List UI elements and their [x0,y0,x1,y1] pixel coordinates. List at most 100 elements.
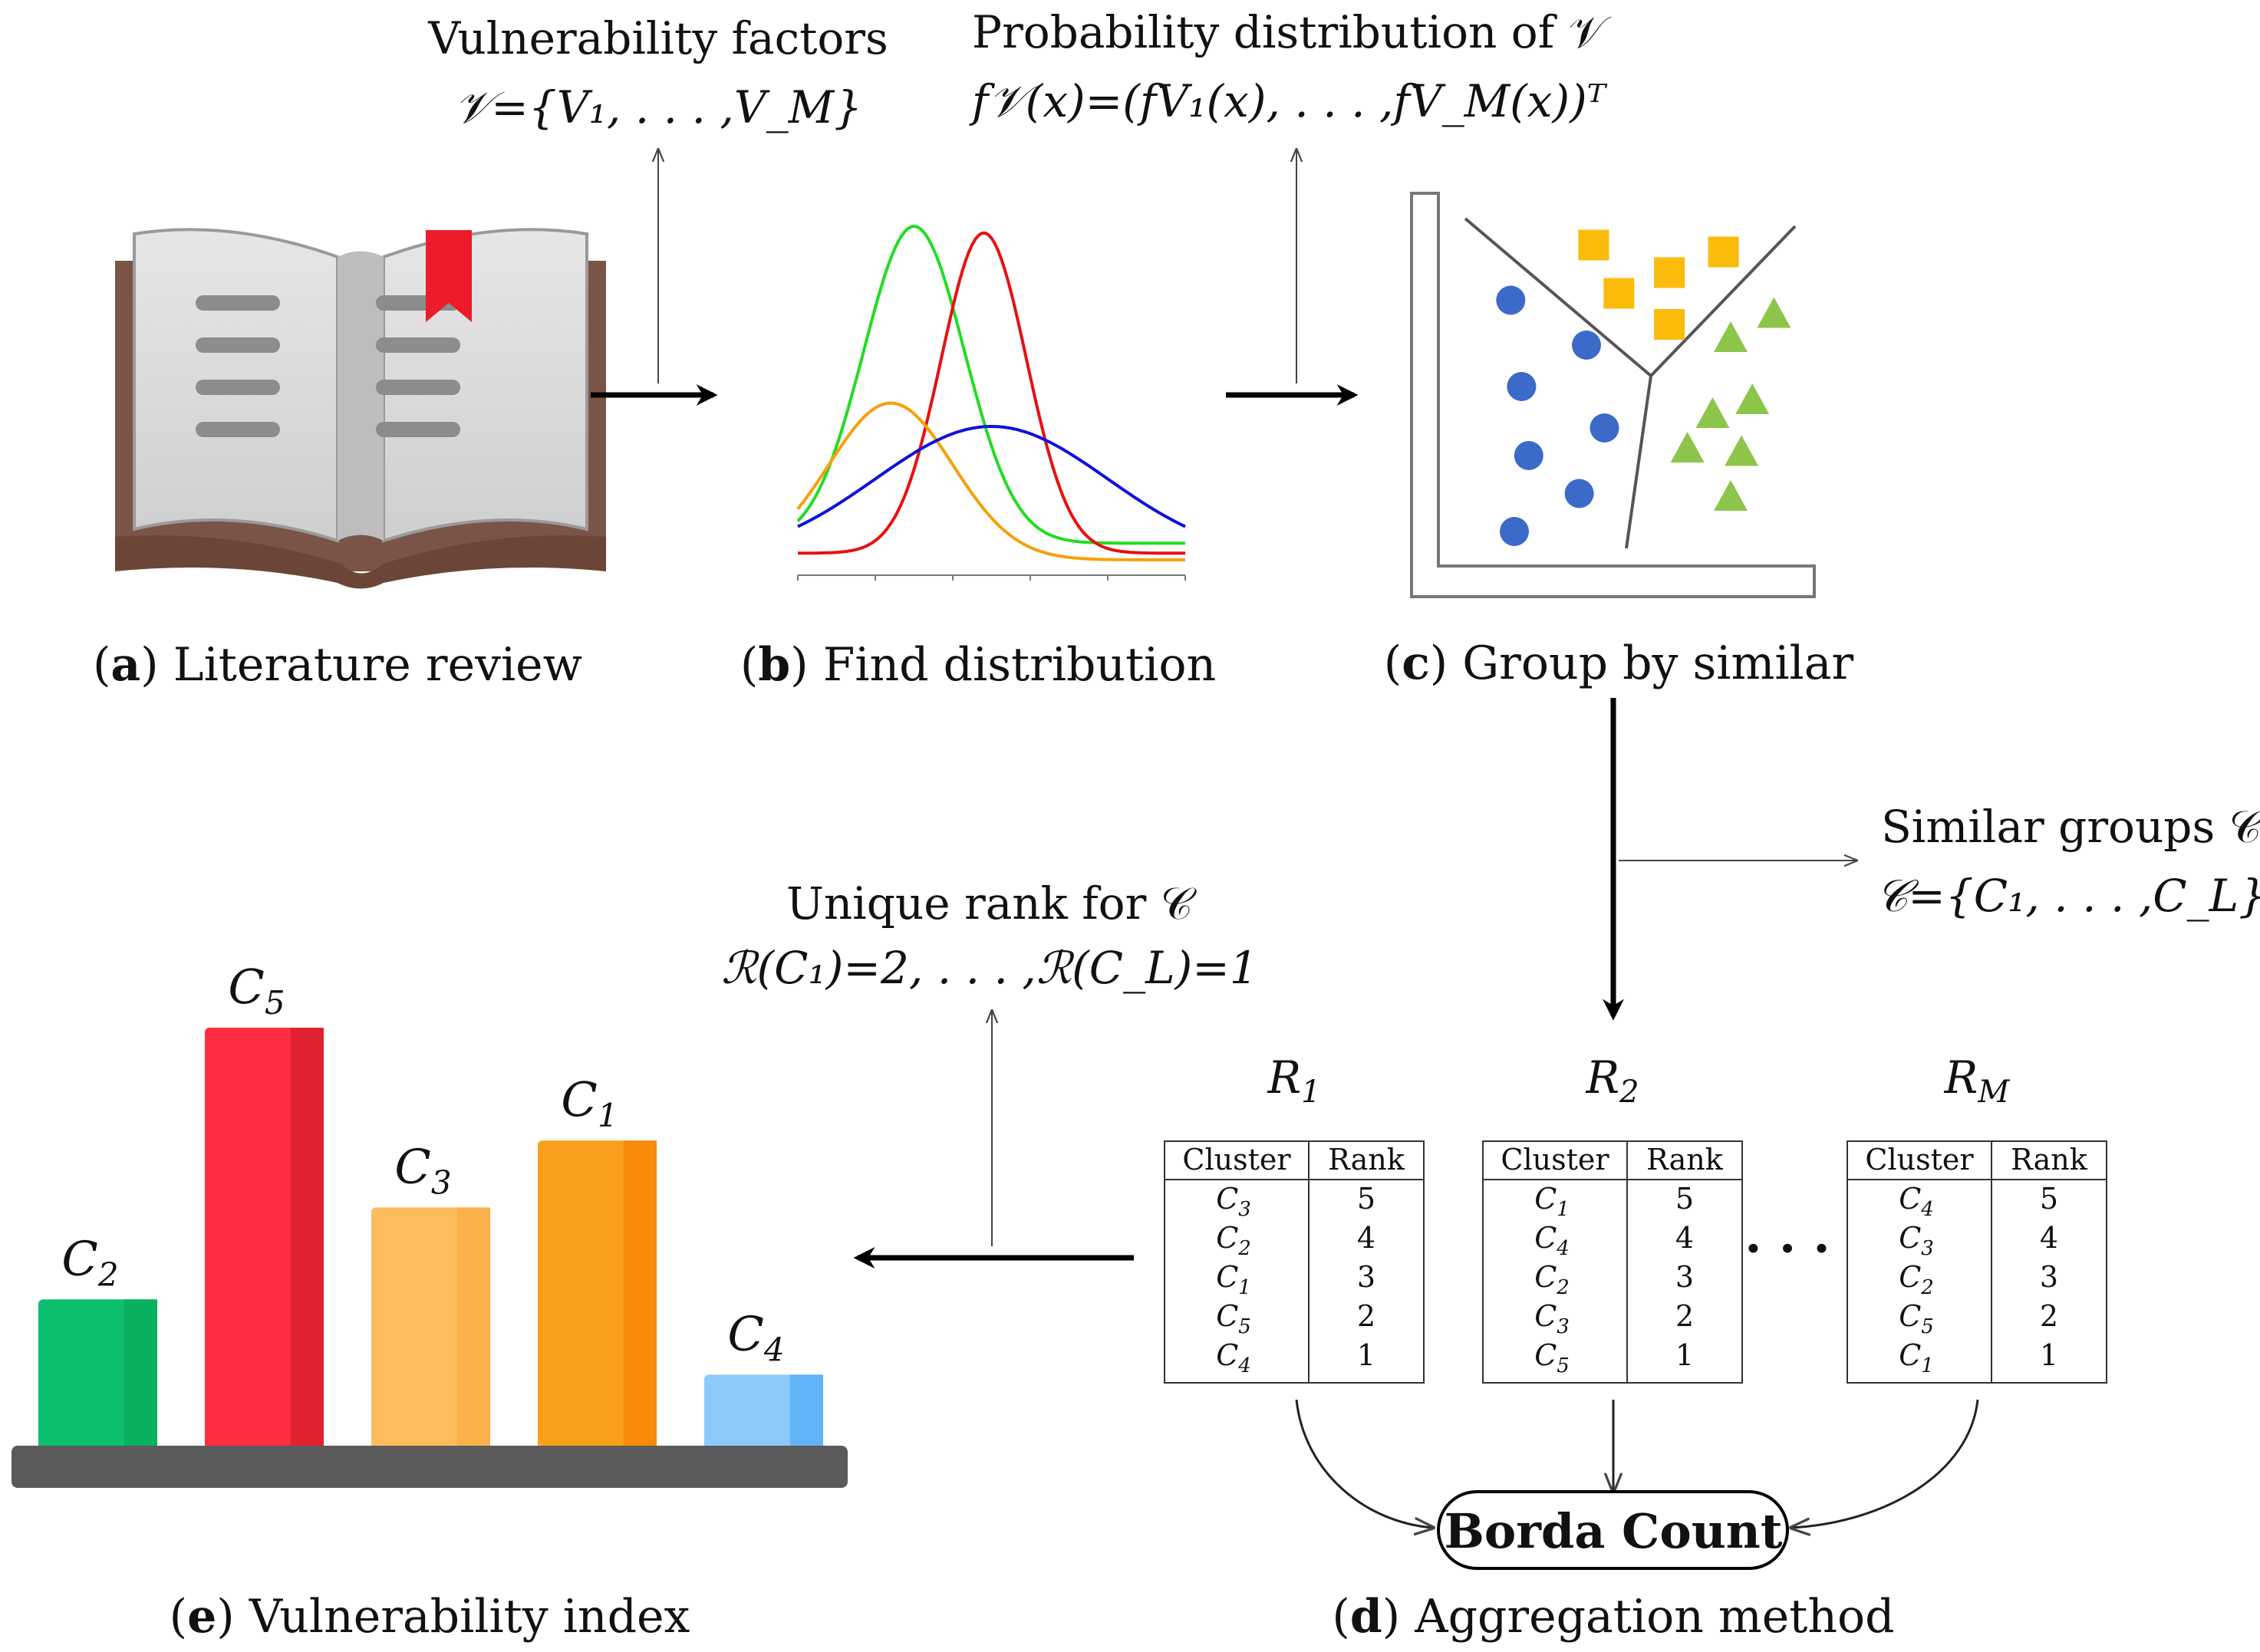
vulnerability-bar-shade [290,1028,324,1450]
caption-a: (a) Literature review [93,638,582,692]
table-cell-cluster: C2 [1899,1260,1934,1299]
scatter-point-circle [1507,372,1537,401]
table-cell-cluster: C1 [1899,1338,1934,1377]
table-cell-rank: 4 [1357,1221,1375,1255]
probability-distribution-formula: f𝒱(x)=(fV₁(x), . . . ,fV_M(x))ᵀ [969,75,1608,127]
table-cell-rank: 2 [1675,1299,1694,1333]
table-header-cluster: Cluster [1182,1143,1291,1176]
table-cell-cluster: C4 [1899,1182,1934,1221]
probability-distribution-annotation: Probability distribution of 𝒱 f𝒱(x)=(fV₁… [969,6,1612,127]
table-cell-cluster: C2 [1216,1221,1251,1260]
similar-groups-annotation: Similar groups 𝒞 𝒞={C₁, . . . ,C_L} [1876,801,2260,922]
scatter-point-triangle [1714,321,1748,352]
caption-e: (e) Vulnerability index [170,1590,690,1644]
scatter-point-triangle [1735,383,1770,414]
table-cell-rank: 2 [2040,1299,2058,1333]
caption-d: (d) Aggregation method [1332,1590,1894,1644]
arrow-rm-to-borda [1791,1399,1979,1528]
cluster-plot [1410,192,1816,598]
vulnerability-factors-set: 𝒱={V₁, . . . ,V_M} [454,81,862,133]
unique-rank-title: Unique rank for 𝒞 [786,877,1197,930]
table-border [1847,1140,2107,1384]
bookmark-ribbon [426,230,472,322]
table-cell-rank: 5 [1675,1182,1694,1216]
cluster-boundary-right [1649,225,1797,377]
vulnerability-bar-label: C5 [228,959,285,1022]
table-cell-cluster: C4 [1534,1221,1570,1260]
vulnerability-bar-shade [456,1207,490,1450]
caption-b: (b) Find distribution [740,638,1216,692]
ranking-table-title: RM [1944,1051,2011,1110]
vulnerability-bar-label: C4 [727,1305,784,1368]
distribution-curve [796,224,1185,545]
vulnerability-bar-label: C2 [61,1230,118,1293]
table-cell-cluster: C3 [1534,1299,1570,1338]
table-cell-rank: 3 [1357,1260,1375,1294]
unique-rank-formula: ℛ(C₁)=2, . . . ,ℛ(C_L)=1 [721,942,1258,994]
table-cell-cluster: C4 [1216,1338,1251,1377]
vulnerability-bar-shade [623,1140,657,1450]
table-cell-rank: 3 [1675,1260,1694,1294]
vulnerability-bar-shade [789,1374,823,1450]
table-header-rank: Rank [2011,1143,2088,1176]
cluster-boundary-left [1464,217,1652,377]
scatter-point-square [1578,229,1609,261]
caption-c: (c) Group by similar [1384,637,1854,690]
scatter-point-triangle [1757,297,1791,328]
scatter-point-square [1603,278,1635,309]
ranking-table-title: R2 [1585,1051,1639,1110]
vulnerability-bar-label: C3 [394,1138,451,1201]
distribution-curve [797,424,1186,528]
scatter-point-triangle [1725,435,1759,466]
scatter-point-square [1654,257,1685,288]
table-cell-cluster: C5 [1534,1338,1570,1377]
similar-groups-set: 𝒞={C₁, . . . ,C_L} [1876,870,2260,922]
table-header-cluster: Cluster [1865,1143,1974,1176]
table-header-cluster: Cluster [1501,1143,1609,1176]
scatter-point-circle [1564,479,1594,508]
scatter-point-circle [1514,441,1543,470]
scatter-point-square [1708,236,1739,268]
table-cell-rank: 4 [2040,1221,2058,1255]
vulnerability-factors-annotation: Vulnerability factors 𝒱={V₁, . . . ,V_M} [427,12,888,133]
scatter-point-circle [1572,331,1601,360]
table-cell-cluster: C2 [1534,1260,1570,1299]
table-border [1482,1140,1743,1384]
distribution-curve [798,231,1185,555]
scatter-point-circle [1500,517,1529,546]
scatter-point-square [1654,309,1685,340]
tables-ellipsis: · · · [1744,1220,1830,1278]
borda-count-label: Borda Count [1444,1503,1782,1559]
plot-axes-frame [1410,192,1816,598]
table-cell-rank: 5 [2040,1182,2058,1216]
distribution-curve [796,401,1185,561]
book-icon [115,228,606,589]
table-cell-cluster: C1 [1534,1182,1570,1221]
cluster-boundary-bottom [1625,375,1652,549]
table-border [1164,1140,1425,1384]
scatter-point-triangle [1714,480,1748,511]
borda-count-box [1437,1490,1789,1570]
scatter-point-circle [1496,285,1526,315]
table-cell-rank: 5 [1357,1182,1375,1216]
unique-rank-annotation: Unique rank for 𝒞 ℛ(C₁)=2, . . . ,ℛ(C_L)… [721,877,1258,994]
table-cell-rank: 1 [2040,1338,2058,1372]
table-header-rank: Rank [1328,1143,1405,1176]
similar-groups-title: Similar groups 𝒞 [1881,801,2260,853]
distribution-curves [796,224,1186,581]
table-cell-cluster: C1 [1216,1260,1251,1299]
table-cell-rank: 3 [2040,1260,2058,1294]
vulnerability-bar-label: C1 [561,1071,618,1134]
table-cell-cluster: C3 [1899,1221,1934,1260]
table-cell-rank: 1 [1675,1338,1694,1372]
arrow-r1-to-borda [1295,1399,1433,1528]
probability-distribution-title: Probability distribution of 𝒱 [972,6,1612,58]
table-header-rank: Rank [1646,1143,1724,1176]
table-cell-cluster: C5 [1216,1299,1251,1338]
scatter-point-triangle [1695,397,1730,428]
table-cell-rank: 1 [1357,1338,1375,1372]
